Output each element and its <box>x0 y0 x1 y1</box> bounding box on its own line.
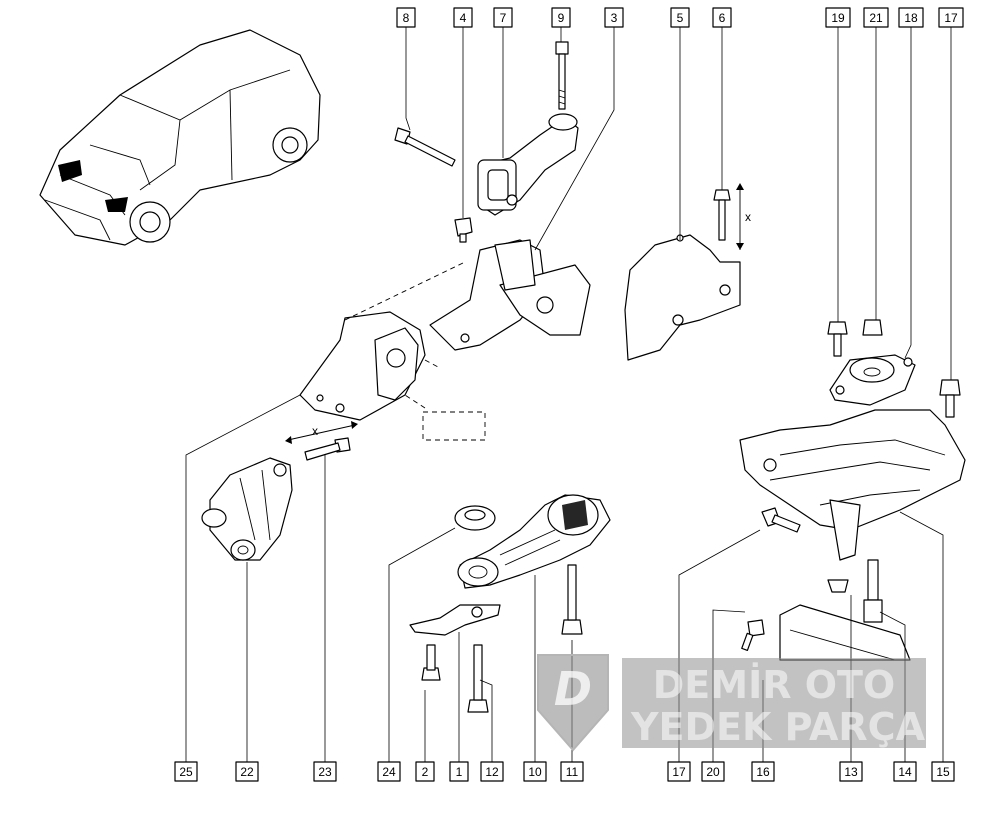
engine-mount-25 <box>299 311 426 421</box>
lower-torque-rod-10 <box>457 494 611 589</box>
dimension-x-lower: x <box>285 421 358 444</box>
callouts-top: 8 4 7 9 3 5 6 19 21 18 17 <box>396 7 964 28</box>
callout-18-label: 18 <box>904 11 918 25</box>
callout-1-label: 1 <box>456 765 463 779</box>
plate-16-20 <box>779 604 911 661</box>
watermark-line1: DEMİR OTO <box>653 663 895 707</box>
bracket-22 <box>201 457 293 561</box>
callout-3-label: 3 <box>611 11 618 25</box>
callout-6-label: 6 <box>719 11 726 25</box>
subframe-bracket-15 <box>739 409 966 561</box>
watermark-logo-letter: D <box>554 662 592 716</box>
callout-20: 20 <box>701 761 725 782</box>
callout-5-label: 5 <box>677 11 684 25</box>
callout-12: 12 <box>480 761 504 782</box>
mount-3-bracket <box>429 239 591 351</box>
callout-12-label: 12 <box>485 765 499 779</box>
nut-21 <box>862 319 883 336</box>
callout-22-label: 22 <box>240 765 254 779</box>
bolt-11 <box>561 564 583 635</box>
callout-21-label: 21 <box>869 11 883 25</box>
callout-21: 21 <box>863 7 889 28</box>
callout-8: 8 <box>396 7 416 28</box>
callout-17-bottom-label: 17 <box>672 765 686 779</box>
callout-11: 11 <box>560 761 584 782</box>
callout-16: 16 <box>751 761 775 782</box>
callout-6: 6 <box>712 7 732 28</box>
dimension-x-upper: x <box>736 183 751 250</box>
callout-13-label: 13 <box>844 765 858 779</box>
callout-20-label: 20 <box>706 765 720 779</box>
bolt-23 <box>304 437 351 461</box>
callout-5: 5 <box>670 7 690 28</box>
callout-17-top: 17 <box>938 7 964 28</box>
callout-7-label: 7 <box>500 11 507 25</box>
bolt-9 <box>555 41 569 110</box>
bolt-12 <box>467 644 489 713</box>
callout-14-label: 14 <box>898 765 912 779</box>
callout-24: 24 <box>377 761 401 782</box>
callout-18: 18 <box>898 7 924 28</box>
callout-4-label: 4 <box>460 11 467 25</box>
dimension-x-lower-label: x <box>312 424 318 438</box>
washer-13 <box>827 579 849 593</box>
callout-15: 15 <box>931 761 955 782</box>
bolt-6 <box>713 189 731 241</box>
watermark-line2: YEDEK PARÇA <box>630 705 926 749</box>
callout-2: 2 <box>415 761 435 782</box>
callout-9-label: 9 <box>558 11 565 25</box>
callout-8-label: 8 <box>403 11 410 25</box>
callout-17-bottom: 17 <box>667 761 691 782</box>
bolt-8 <box>394 127 456 167</box>
callout-19: 19 <box>825 7 851 28</box>
callout-3: 3 <box>604 7 624 28</box>
callout-23: 23 <box>313 761 337 782</box>
engine-mount-18 <box>829 354 916 406</box>
bolt-20 <box>741 619 765 652</box>
watermark-logo-shield <box>537 654 609 752</box>
callout-11-label: 11 <box>566 765 579 779</box>
dimension-x-upper-label: x <box>745 210 751 224</box>
upper-torque-rod <box>477 113 579 216</box>
callouts-bottom: 25 22 23 24 2 1 12 10 11 17 20 16 13 14 … <box>174 761 955 782</box>
callout-16-label: 16 <box>756 765 770 779</box>
washer-24 <box>454 505 496 531</box>
callout-10: 10 <box>523 761 547 782</box>
callout-25-label: 25 <box>179 765 193 779</box>
bolt-17-top <box>939 379 961 418</box>
callout-25: 25 <box>174 761 198 782</box>
bracket-5 <box>624 234 741 361</box>
callout-2-label: 2 <box>422 765 429 779</box>
callout-19-label: 19 <box>831 11 845 25</box>
bolt-2 <box>421 644 441 681</box>
callout-13: 13 <box>839 761 863 782</box>
callout-4: 4 <box>453 7 473 28</box>
callout-23-label: 23 <box>318 765 332 779</box>
callout-15-label: 15 <box>936 765 950 779</box>
stud-14 <box>863 559 883 623</box>
callout-17-top-label: 17 <box>944 11 958 25</box>
callout-22: 22 <box>235 761 259 782</box>
nut-4 <box>454 217 473 243</box>
callout-1: 1 <box>449 761 469 782</box>
bolt-19 <box>827 321 848 357</box>
car-illustration <box>39 29 321 246</box>
watermark: D DEMİR OTO YEDEK PARÇA <box>537 654 926 752</box>
callout-7: 7 <box>493 7 513 28</box>
callout-9: 9 <box>551 7 571 28</box>
callout-14: 14 <box>893 761 917 782</box>
bracket-1 <box>409 604 501 636</box>
callout-10-label: 10 <box>528 765 542 779</box>
bolt-17-bottom <box>761 507 801 533</box>
watermark-banner <box>622 658 926 748</box>
callout-24-label: 24 <box>382 765 396 779</box>
